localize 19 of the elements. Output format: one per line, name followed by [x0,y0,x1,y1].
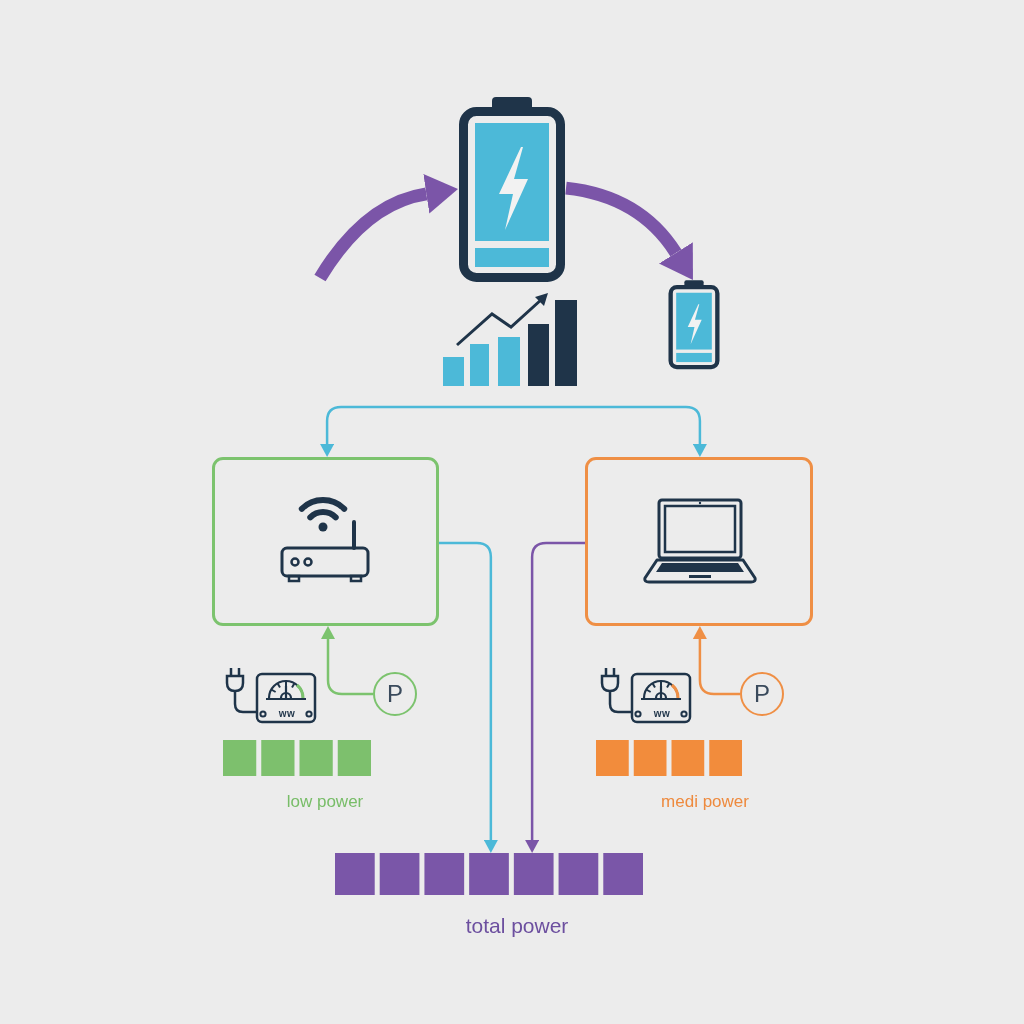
power-level-label: medi power [661,792,749,810]
arrow [513,405,707,457]
arrow [439,541,498,853]
battery-icon [668,280,720,370]
power-level-label: low power [286,792,364,810]
meter-text: ww [653,709,671,719]
power-circle: P [740,672,784,716]
arrow [692,626,740,696]
device-panel [585,457,813,626]
device-panel [212,457,439,626]
battery-icon [458,97,566,283]
arrow [525,541,585,853]
power-level-label: total power [465,914,569,936]
power-circle: P [373,672,417,716]
arrow [320,405,513,457]
arrow [321,626,373,696]
meter-text: ww [278,709,296,719]
arrow [314,174,458,282]
arrow [565,181,694,280]
